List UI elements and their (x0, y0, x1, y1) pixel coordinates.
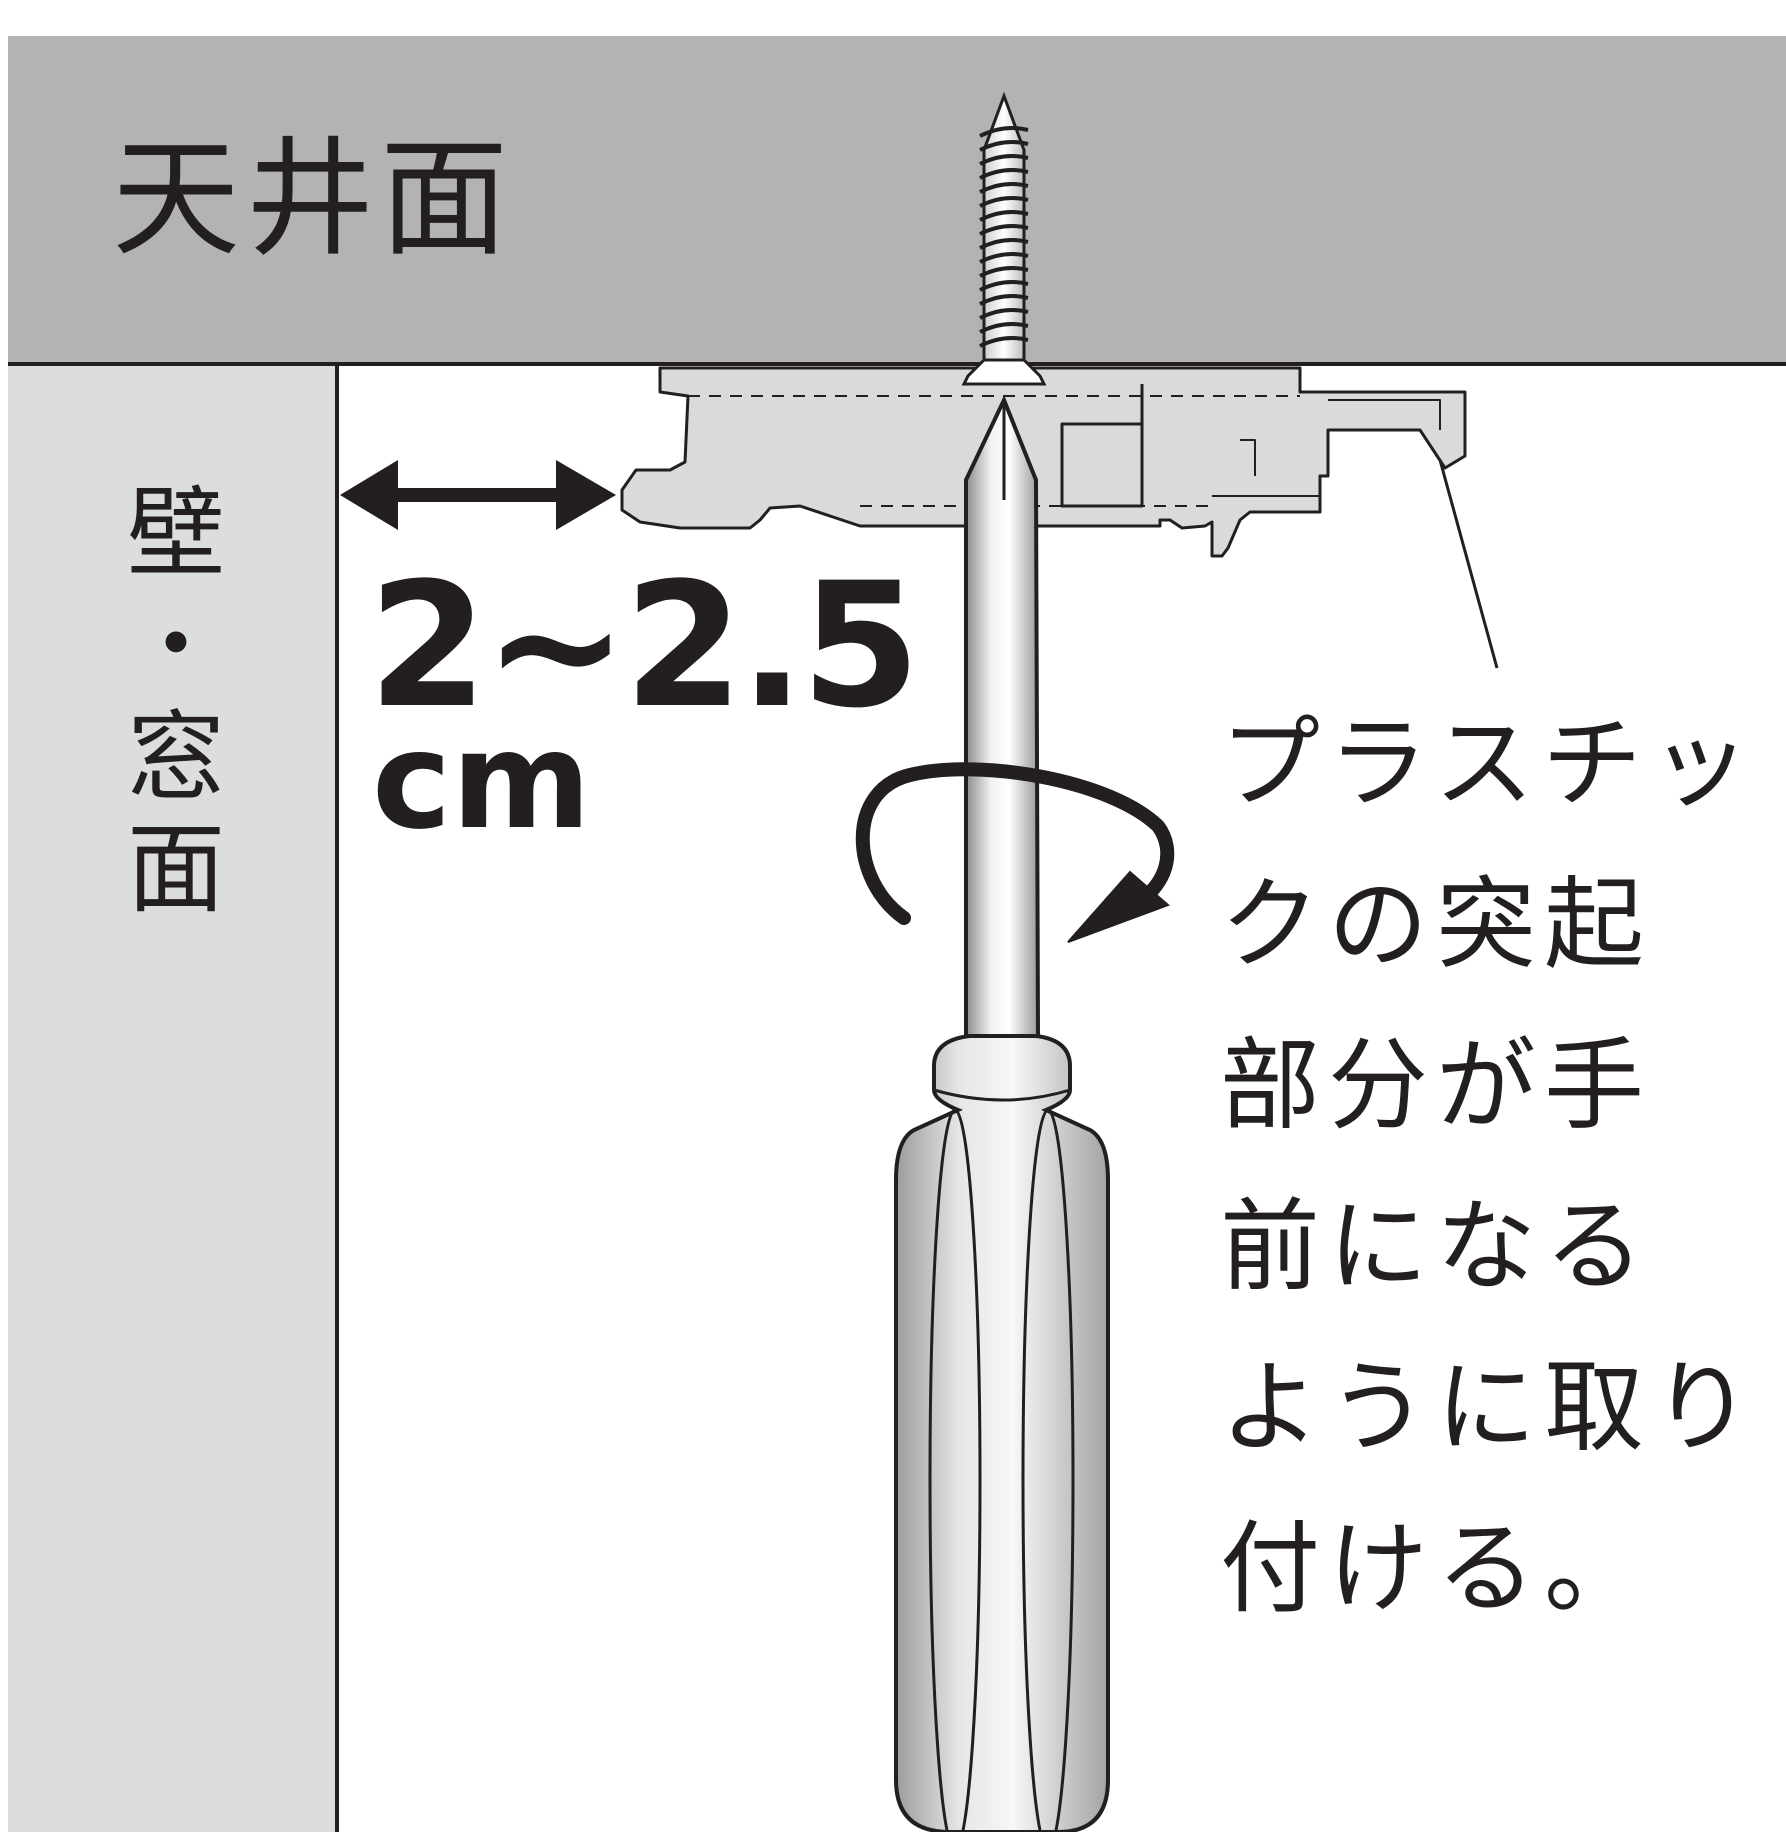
instruction-line: プラスチッ (1220, 705, 1758, 822)
wall-label-char: 窓 (126, 701, 225, 815)
wall-surface (8, 366, 336, 1832)
leader-line (1438, 459, 1499, 669)
screw-thread (979, 252, 1029, 264)
wall-label-char: ・ (126, 589, 225, 703)
instruction-note: プラスチッ クの突起 部分が手 前になる ように取り 付ける。 (1220, 683, 1780, 1649)
screwdriver-icon (894, 395, 1110, 1836)
screw-thread (979, 126, 1029, 138)
screw-thread (979, 196, 1029, 208)
ceiling-bracket-icon (620, 366, 1467, 558)
screw-thread (979, 210, 1029, 222)
screw-thread (979, 280, 1029, 292)
wall-label: 壁 ・ 窓 面 (108, 478, 244, 926)
wall-label-char: 面 (126, 813, 225, 927)
instruction-line: ように取り (1220, 1349, 1760, 1466)
screw-icon (961, 91, 1047, 386)
instruction-line: クの突起 (1220, 866, 1652, 983)
distance-unit: cm (372, 703, 592, 859)
screw-thread (979, 238, 1029, 250)
wall-label-char: 壁 (126, 477, 225, 591)
instruction-line: 前になる (1220, 1188, 1652, 1305)
screw-thread (979, 224, 1029, 236)
instruction-line: 付ける。 (1220, 1510, 1652, 1627)
dimension-arrow-icon (340, 460, 616, 530)
screw-thread (979, 322, 1029, 334)
screw-thread (979, 182, 1029, 194)
screw-thread (979, 168, 1029, 180)
screw-thread (979, 336, 1029, 348)
screw-thread (979, 154, 1029, 166)
distance-value: 2~2.5 (368, 545, 920, 746)
rotation-arrow-icon (855, 762, 1175, 943)
ceiling-surface (8, 36, 1786, 364)
screw-thread (979, 308, 1029, 320)
screw-thread (979, 266, 1029, 278)
instruction-line: 部分が手 (1220, 1027, 1652, 1144)
ceiling-label: 天井面 (112, 125, 515, 274)
screw-thread (979, 140, 1029, 152)
screw-thread (979, 294, 1029, 306)
